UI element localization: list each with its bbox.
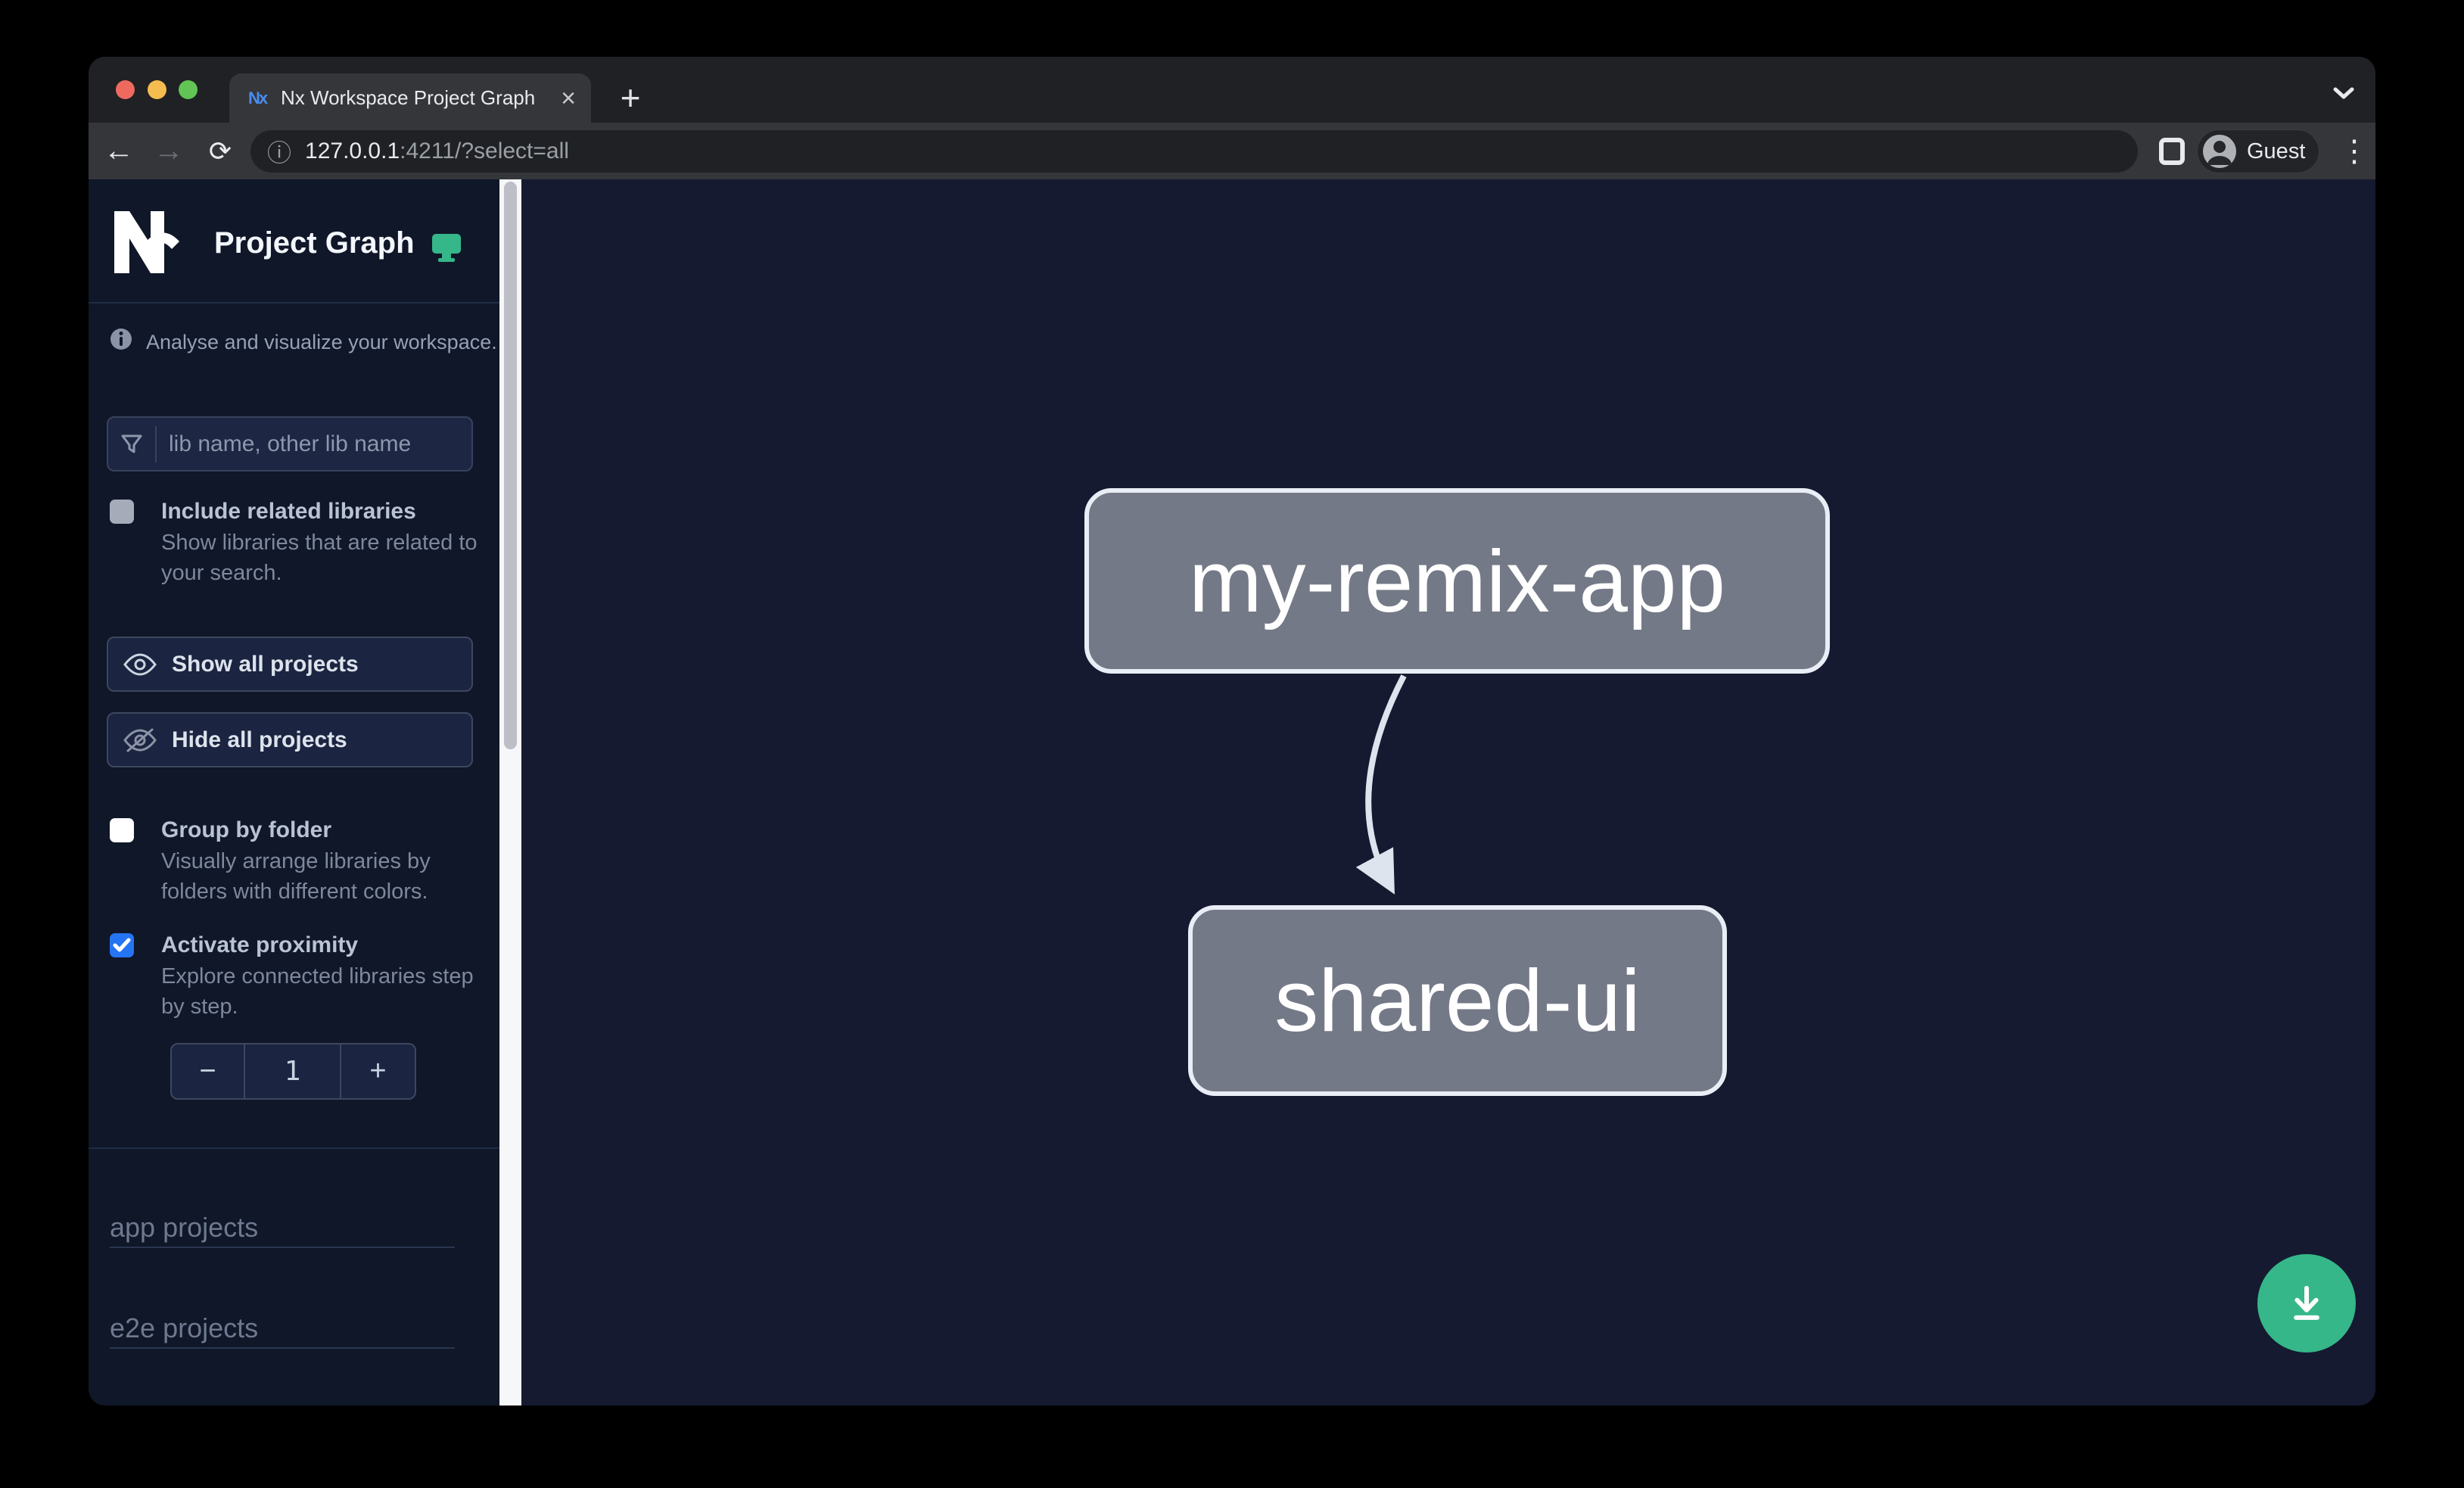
node-label: my-remix-app (1189, 531, 1725, 630)
profile-label: Guest (2247, 139, 2306, 163)
group-by-folder-checkbox[interactable] (110, 818, 134, 842)
node-my-remix-app[interactable]: my-remix-app (1084, 488, 1830, 674)
browser-window: Nx Nx Workspace Project Graph × + ← → ⟳ … (89, 57, 2375, 1406)
include-related-description: Show libraries that are related to your … (161, 531, 478, 585)
search-box (107, 416, 473, 472)
url-path: :4211/?select=all (400, 139, 569, 163)
tab-title: Nx Workspace Project Graph (281, 86, 536, 109)
page-content: Project Graph Analyse and visualize your… (89, 179, 2375, 1406)
tagline: Analyse and visualize your workspace. (146, 331, 497, 353)
sidebar: Project Graph Analyse and visualize your… (89, 179, 499, 1406)
eye-icon (108, 653, 172, 676)
browser-tab[interactable]: Nx Nx Workspace Project Graph × (229, 73, 591, 123)
eye-off-icon (108, 727, 172, 753)
close-window-button[interactable] (116, 80, 135, 99)
forward-icon[interactable]: → (154, 134, 184, 167)
hide-all-projects-label: Hide all projects (172, 727, 347, 752)
activate-proximity-label: Activate proximity (161, 932, 359, 957)
divider (155, 425, 157, 462)
node-label: shared-ui (1274, 951, 1641, 1050)
monitor-icon[interactable] (431, 232, 462, 266)
divider (110, 1247, 455, 1248)
divider (89, 1147, 499, 1149)
divider (110, 1347, 455, 1349)
include-related-label: Include related libraries (161, 499, 416, 524)
url-host: 127.0.0.1 (305, 139, 400, 163)
side-panel-icon[interactable] (2159, 138, 2185, 169)
include-related-checkbox[interactable] (110, 500, 134, 524)
browser-toolbar: ← → ⟳ ⓘ 127.0.0.1 :4211/?select=all Gues… (89, 123, 2375, 179)
info-icon (110, 328, 132, 354)
tab-strip: Nx Nx Workspace Project Graph × + (89, 57, 2375, 123)
page-title: Project Graph (214, 226, 415, 260)
scrollbar-thumb[interactable] (504, 182, 517, 749)
back-icon[interactable]: ← (104, 134, 134, 167)
graph-canvas[interactable]: my-remix-app shared-ui (521, 179, 2375, 1406)
increment-button[interactable]: + (340, 1044, 415, 1098)
divider (89, 302, 499, 304)
sidebar-scrollbar[interactable] (499, 179, 521, 1406)
node-shared-ui[interactable]: shared-ui (1188, 905, 1727, 1096)
minimize-window-button[interactable] (148, 80, 166, 99)
download-icon (2274, 1270, 2339, 1337)
nx-logo-icon (108, 207, 184, 279)
activate-proximity-description: Explore connected libraries step by step… (161, 964, 474, 1019)
close-tab-icon[interactable]: × (561, 83, 576, 113)
show-all-projects-button[interactable]: Show all projects (107, 637, 473, 692)
group-by-folder-description: Visually arrange libraries by folders wi… (161, 849, 431, 904)
activate-proximity-checkbox[interactable] (110, 933, 134, 957)
dependency-edge (1355, 674, 1407, 895)
new-tab-button[interactable]: + (620, 78, 641, 117)
browser-menu-icon[interactable]: ⋮ (2339, 134, 2369, 168)
profile-button[interactable]: Guest (2197, 129, 2319, 173)
reload-icon[interactable]: ⟳ (208, 135, 232, 167)
section-e2e-projects: e2e projects (110, 1312, 259, 1343)
proximity-stepper: − 1 + (170, 1043, 416, 1100)
avatar-icon (2203, 135, 2236, 168)
search-input[interactable] (157, 418, 473, 470)
site-info-icon[interactable]: ⓘ (267, 139, 292, 167)
show-all-projects-label: Show all projects (172, 651, 359, 677)
address-bar[interactable]: ⓘ 127.0.0.1 :4211/?select=all (250, 130, 2138, 173)
stepper-value: 1 (284, 1056, 301, 1087)
tab-search-chevron-icon[interactable] (2327, 79, 2360, 107)
maximize-window-button[interactable] (179, 80, 198, 99)
download-graph-button[interactable] (2257, 1254, 2356, 1353)
hide-all-projects-button[interactable]: Hide all projects (107, 712, 473, 767)
group-by-folder-label: Group by folder (161, 817, 331, 842)
decrement-button[interactable]: − (172, 1044, 245, 1098)
filter-icon (108, 432, 155, 456)
section-app-projects: app projects (110, 1212, 259, 1243)
nx-favicon-icon: Nx (247, 88, 268, 107)
